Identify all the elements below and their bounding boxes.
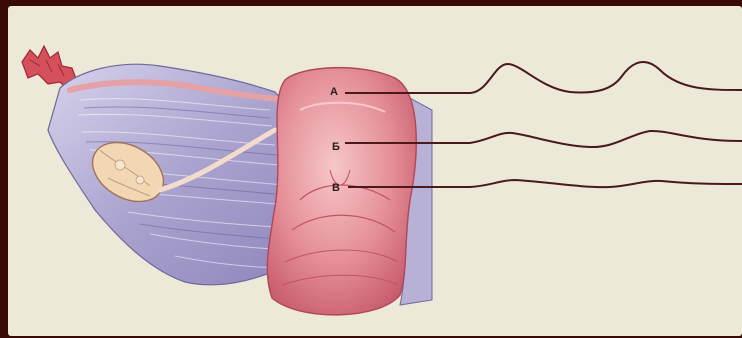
- label-v: В: [332, 182, 340, 194]
- uterus: [267, 68, 416, 315]
- label-a: А: [330, 86, 338, 98]
- label-b: Б: [332, 141, 340, 153]
